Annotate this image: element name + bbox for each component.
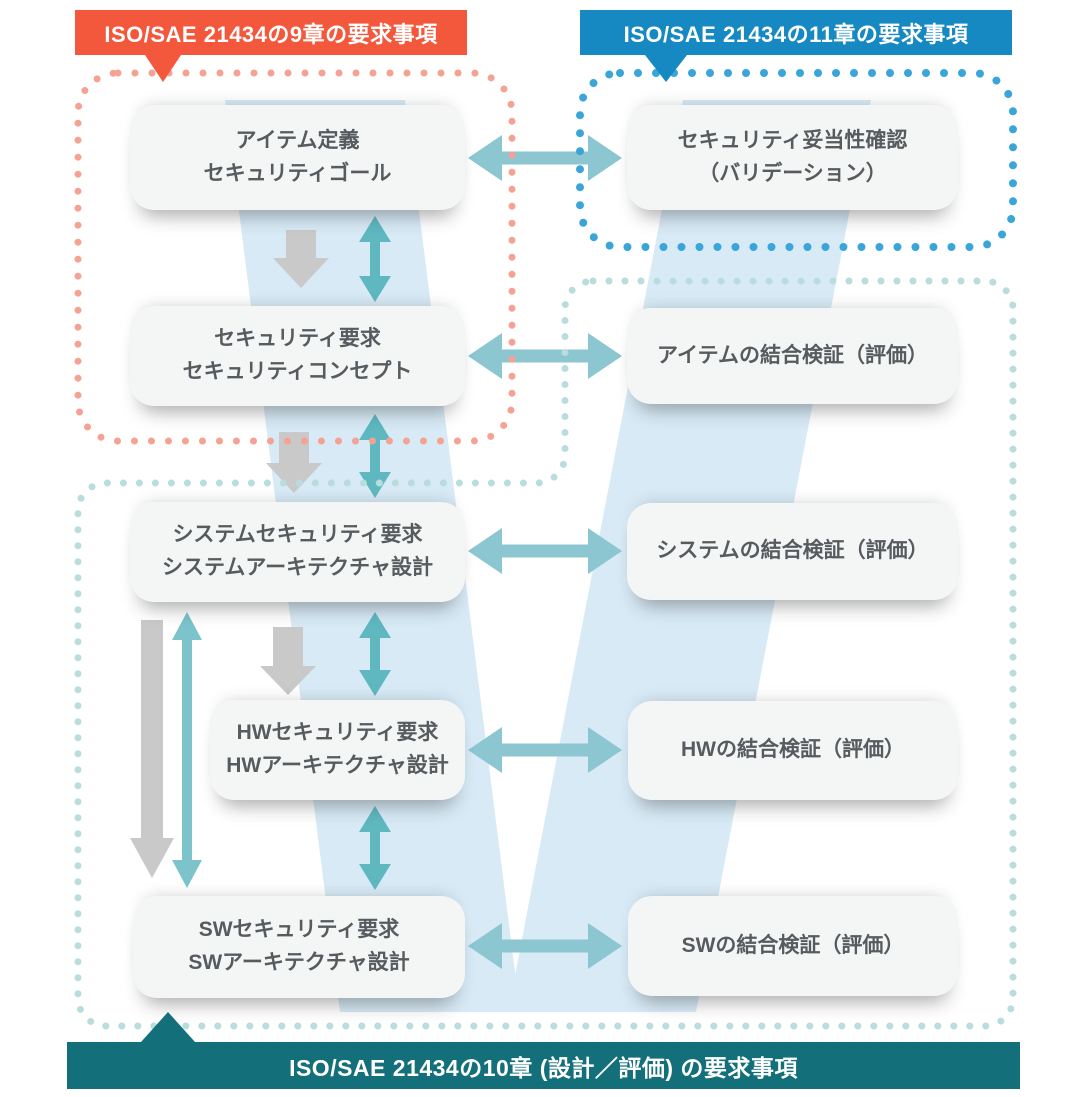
horizontal-double-arrow-5 [468, 923, 622, 969]
chapter11-banner-pointer [645, 55, 687, 82]
vertical-double-arrow-3 [359, 612, 391, 696]
verification-box-security-validation: セキュリティ妥当性確認 （バリデーション） [627, 105, 958, 210]
vertical-double-arrow-2 [359, 414, 391, 498]
horizontal-double-arrow-2 [468, 333, 622, 379]
design-box-system-architecture: システムセキュリティ要求 システムアーキテクチャ設計 [130, 502, 465, 602]
chapter9-dotted-border [74, 69, 516, 445]
design-box-hw-architecture: HWセキュリティ要求 HWアーキテクチャ設計 [210, 700, 465, 800]
chapter9-banner-pointer [145, 55, 181, 82]
horizontal-double-arrow-4 [468, 727, 622, 773]
box-text-line: （バリデーション） [698, 161, 887, 185]
design-box-security-requirements: セキュリティ要求 セキュリティコンセプト [130, 306, 465, 406]
design-box-sw-architecture: SWセキュリティ要求 SWアーキテクチャ設計 [133, 896, 465, 998]
box-text-line: HWセキュリティ要求 [236, 721, 439, 745]
box-text-line: SWの結合検証（評価） [681, 933, 905, 957]
box-text-line: セキュリティコンセプト [182, 360, 413, 383]
box-text-line: アイテム定義 [235, 128, 360, 152]
chapter11-dotted-border [576, 69, 1017, 251]
verification-box-hw-integration: HWの結合検証（評価） [628, 701, 958, 800]
box-text-line: HWアーキテクチャ設計 [226, 754, 449, 777]
box-text-line: アイテムの結合検証（評価） [657, 343, 928, 367]
gray-down-arrow-1 [273, 230, 329, 288]
horizontal-double-arrow-1 [468, 135, 622, 181]
box-text-line: セキュリティゴール [203, 161, 392, 185]
box-text-line: セキュリティ妥当性確認 [677, 128, 908, 152]
verification-box-item-integration: アイテムの結合検証（評価） [627, 308, 958, 404]
vertical-double-arrow-4 [359, 806, 391, 890]
vertical-double-arrow-long [172, 612, 202, 888]
box-text-line: セキュリティ要求 [214, 327, 381, 351]
chapter10-banner: ISO/SAE 21434の10章 (設計／評価) の要求事項 [67, 1012, 1020, 1089]
gray-down-arrow-3 [260, 627, 316, 695]
verification-box-system-integration: システムの結合検証（評価） [627, 503, 958, 600]
box-text-line: HWの結合検証（評価） [681, 738, 905, 762]
chapter9-banner-label: ISO/SAE 21434の9章の要求事項 [104, 21, 438, 47]
box-text-line: システムセキュリティ要求 [172, 523, 423, 547]
gray-down-arrow-2 [266, 432, 322, 493]
chapter11-banner-label: ISO/SAE 21434の11章の要求事項 [623, 21, 969, 47]
box-text-line: システムの結合検証（評価） [656, 539, 929, 563]
chapter9-banner: ISO/SAE 21434の9章の要求事項 [75, 10, 467, 82]
box-text-line: SWアーキテクチャ設計 [188, 951, 410, 974]
box-text-line: システムアーキテクチャ設計 [162, 556, 433, 579]
chapter10-banner-label: ISO/SAE 21434の10章 (設計／評価) の要求事項 [289, 1054, 798, 1081]
horizontal-double-arrow-3 [468, 528, 622, 574]
verification-box-sw-integration: SWの結合検証（評価） [628, 896, 958, 996]
vertical-double-arrow-1 [359, 216, 391, 302]
chapter11-banner: ISO/SAE 21434の11章の要求事項 [580, 10, 1012, 82]
box-text-line: SWセキュリティ要求 [198, 918, 400, 942]
chapter10-banner-pointer [141, 1012, 195, 1042]
gray-down-arrow-long [130, 620, 174, 878]
design-box-item-definition: アイテム定義 セキュリティゴール [130, 105, 465, 210]
